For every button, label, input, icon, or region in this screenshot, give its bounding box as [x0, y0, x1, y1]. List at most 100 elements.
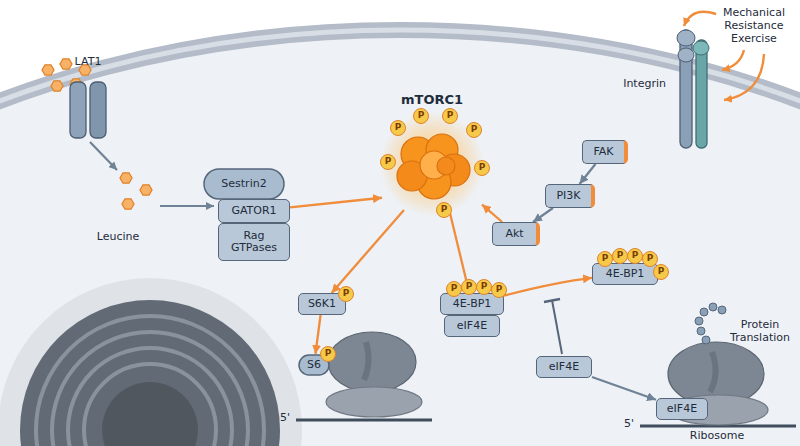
kinase-subunit [437, 157, 455, 175]
sensing-arrow [160, 205, 214, 207]
node-label: S6K1 [306, 298, 338, 310]
integrin-domain [693, 41, 709, 55]
inhibition-bar [544, 299, 560, 302]
ribosome-large-subunit [328, 332, 416, 392]
node-label: eIF4E [547, 361, 581, 373]
protein-blob: Sestrin2 [203, 168, 285, 200]
ribosome-small-subunit [326, 387, 422, 417]
signal-arrow [290, 198, 382, 208]
node-outline [68, 82, 108, 138]
transport-arrow [90, 142, 117, 170]
cell-membrane [0, 30, 800, 446]
signal-arrow [504, 278, 592, 296]
transporter-subunit [90, 82, 106, 138]
node-label: S6 [305, 359, 323, 371]
node-label: Integrin [606, 78, 666, 90]
node-outline [672, 28, 718, 148]
peptide-bead [697, 327, 705, 335]
strand-end-label: 5' [618, 417, 640, 430]
leucine-molecule [60, 59, 72, 69]
leucine-molecule [51, 81, 63, 91]
protein-box: eIF4E [536, 356, 592, 378]
integrin-domain [678, 48, 694, 62]
molecule-label: Leucine [86, 230, 150, 243]
node-label: 4E-BP1 [604, 268, 647, 280]
leucine-molecule [122, 199, 134, 209]
organelle [0, 278, 302, 446]
membrane-bilayer [0, 30, 800, 446]
node-label: eIF4E [455, 320, 489, 332]
organelle-core [102, 382, 198, 446]
peptide-bead [702, 336, 710, 344]
kinase-box: FAK [582, 140, 628, 164]
peptide-bead [700, 308, 708, 316]
signal-arrow [315, 315, 320, 354]
node-label: PI3K [554, 190, 582, 202]
phosphate-marker: P [466, 122, 482, 138]
leucine-molecule [120, 173, 132, 183]
phosphate-marker: P [474, 160, 490, 176]
phosphate-marker: P [653, 264, 669, 280]
kinase-box: PI3K [545, 184, 595, 208]
receptor: Integrin [672, 28, 718, 148]
node-label: Rag GTPases [219, 230, 289, 254]
organelle-ring [68, 348, 232, 446]
leucine-inside [120, 173, 152, 209]
kinase-box: Akt [492, 222, 540, 246]
integrin-beta [696, 40, 707, 148]
peptide-bead [718, 306, 726, 314]
inhibition-line [552, 300, 562, 354]
organelle-label: Ribosome [672, 429, 762, 442]
signal-arrow [482, 205, 502, 222]
node-label: Akt [503, 228, 525, 240]
phosphate-marker: P [413, 108, 429, 124]
node-label: mTORC1 [382, 92, 482, 107]
phosphate-marker: P [476, 279, 492, 295]
organelle-body [20, 300, 280, 446]
integrin-domain [677, 30, 695, 46]
force-arrow [722, 50, 744, 70]
organelle-envelope [0, 278, 302, 446]
phosphate-marker: P [338, 286, 354, 302]
peptide-bead [695, 317, 703, 325]
phosphate-marker: P [320, 346, 336, 362]
transporter: LAT1 [68, 82, 108, 138]
force-arrow [724, 54, 764, 100]
node-label: eIF4E [665, 403, 699, 415]
signal-arrow [533, 208, 553, 222]
phosphate-marker: P [436, 202, 452, 218]
peptide-bead [709, 303, 717, 311]
node-label: LAT1 [58, 56, 118, 68]
signal-arrow [592, 377, 656, 400]
protein-box: GATOR1 [218, 199, 290, 223]
node-label: FAK [591, 146, 615, 158]
protein-box: Rag GTPases [218, 223, 290, 261]
phosphate-marker: P [442, 108, 458, 124]
node-label: 4E-BP1 [451, 298, 494, 310]
kinase-glow [380, 112, 484, 216]
phosphate-marker: P [627, 248, 643, 264]
force-arrow [684, 12, 716, 26]
process-label: Protein Translation [720, 318, 800, 344]
ribosome-channel [364, 342, 369, 380]
phosphate-marker: P [597, 251, 613, 267]
strand-end-label: 5' [274, 411, 296, 424]
transporter-subunit [70, 82, 86, 138]
signal-arrow [332, 210, 404, 293]
mrna-strand [296, 419, 432, 422]
signal-arrow [580, 164, 596, 184]
protein-box: eIF4E [656, 398, 708, 420]
phosphate-marker: P [390, 120, 406, 136]
leucine-molecule [42, 65, 54, 75]
stimulus-label: Mechanical Resistance Exercise [712, 6, 796, 45]
phosphate-marker: P [446, 281, 462, 297]
organelle-ring [52, 332, 248, 446]
node-label: GATOR1 [229, 205, 278, 217]
protein-box: eIF4E [444, 315, 500, 337]
leucine-molecule [140, 185, 152, 195]
phosphate-marker: P [612, 248, 628, 264]
phosphate-marker: P [380, 154, 396, 170]
phosphate-marker: P [461, 279, 477, 295]
